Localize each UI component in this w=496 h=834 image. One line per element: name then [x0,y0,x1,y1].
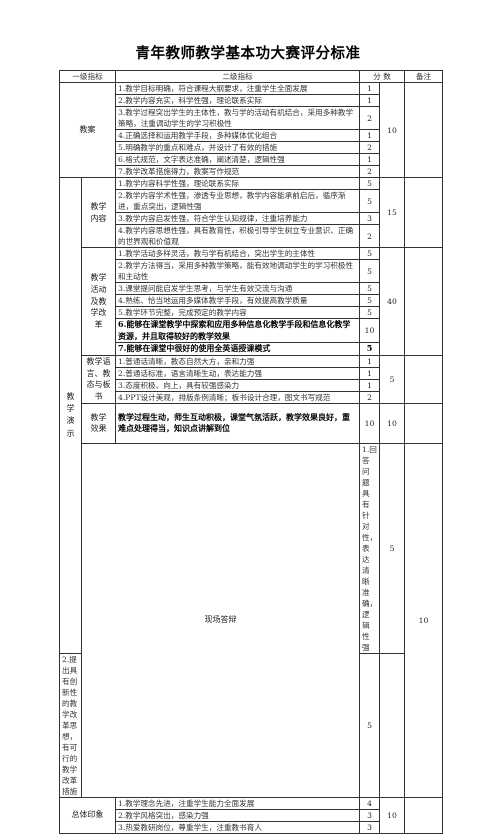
criterion-score: 10 [359,402,380,444]
criterion-text: 4.教学内容思想性强，具有教育性，积极引导学生树立专业意识、正确的世界观和价值观 [115,224,360,248]
page-title: 青年教师教学基本功大赛评分标准 [135,46,361,62]
criterion-text: 6.能够在课堂教学中探索和应用多种信息化教学手段和信息化教学资源，并且取得较好的… [115,317,360,344]
criterion-score: 1 [359,378,380,392]
criterion-text: 3.课堂提问能启发学生思考，与学生有效交流与沟通 [115,282,360,295]
header-score: 分 数 [358,70,406,83]
category-demo-label: 教学演示 [66,391,75,438]
remark-cell [404,177,444,248]
category-qa: 现场答辩 [81,442,360,798]
criterion-score: 5 [359,306,380,319]
criterion-text: 教学过程生动，师生互动积极，课堂气氛活跃，教学效果良好，重难点处理得当，知识点讲… [115,402,360,444]
criterion-score: 1 [359,129,380,142]
criterion-score: 4 [359,796,380,810]
criterion-score: 5 [359,259,380,283]
criterion-text: 3.教学过程突出学生的主体性，教与学的活动有机结合，采用多种教学策略，注重调动学… [115,106,360,130]
criterion-text: 5.教学环节完整，完成预定的教学内容 [115,306,360,319]
scoring-table: 一级指标 二级指标 分 数 备注 教案 1.教学目标明确，符合课程大纲要求，注重… [59,70,444,834]
category-total: 40 [378,247,406,356]
criterion-score: 1 [359,82,380,95]
table-row: 现场答辩 1.回答问题具有针对性，表达清晰准确，逻辑性强 5 10 [60,442,444,798]
table-header-row: 一级指标 二级指标 分 数 备注 [59,70,444,83]
criterion-score: 5 [359,247,380,260]
criterion-text: 4.熟练、恰当地运用多媒体教学手段，有效提高教学质量 [115,294,360,307]
criterion-score: 2 [359,106,380,130]
header-level1: 一级指标 [59,70,116,83]
criterion-text: 2.普通话标准，语言清晰生动，表达能力强 [115,366,360,380]
table-row: 教学语言、教态与板书 1.普通话清晰，教态自然大方，亲和力强 1 5 [60,354,444,404]
table-row: 2.教学内容学术性强，渗透专业思想，教学内容能承前启后，循序渐进，重点突出，逻辑… [60,189,443,213]
header-level2: 二级指标 [115,70,360,83]
table-row: 总体印象 1.教学理念先进，注重学生能力全面发展 4 10 [59,796,444,834]
category-teaching-plan: 教案 [59,82,116,178]
criterion-text: 1.教学内容科学性强，理论联系实际 [115,177,360,190]
criterion-text: 7.能够在课堂中很好的使用全英语授课模式 [115,342,360,356]
criterion-text: 4.PPT设计美观，排版条例清晰；板书设计合理，图文书写规范 [115,390,360,404]
table-row: 教学活动及教学改革 1.教学活动多样灵活，教与学有机结合，突出学生的主体性 5 … [60,247,444,356]
table-row: 2.教学方法得当，采用多种教学策略，能有效地调动学生的学习积极性和主动性 5 [60,259,443,283]
header-remark: 备注 [404,70,444,83]
criterion-text: 2.提出具有创新性的教学改革思想，有可行的教学改革措施 [59,652,82,798]
subcategory-effect: 教学效果 [81,402,116,444]
criterion-score: 3 [359,820,380,834]
remark-cell [404,82,444,178]
criterion-text: 1.教学活动多样灵活，教与学有机结合，突出学生的主体性 [115,247,360,260]
criterion-score: 3 [359,808,380,822]
criterion-text: 1.普通话清晰，教态自然大方，亲和力强 [115,354,360,368]
remark-cell [404,402,444,444]
table-row: 7.教学改革措施得力，教案写作规范 2 [60,165,443,178]
category-total: 5 [378,354,406,404]
criterion-score: 1 [359,366,380,380]
criterion-score: 1 [359,94,380,107]
subcategory-content: 教学内容 [81,177,116,248]
criterion-score: 2 [359,224,380,248]
category-total: 10 [378,82,406,178]
criterion-score: 5 [359,652,380,798]
criterion-text: 1.教学理念先进，注重学生能力全面发展 [115,796,360,810]
criterion-text: 6.格式规范，文字表达准确，阐述清楚，逻辑性强 [115,153,360,166]
criterion-text: 2.教学风格突出，感染力强 [115,808,360,822]
criterion-text: 2.教学内容充实，科学性强，理论联系实际 [115,94,360,107]
criterion-text: 1.回答问题具有针对性，表达清晰准确，逻辑性强 [359,442,380,654]
criterion-score: 2 [359,165,380,178]
criterion-score: 5 [378,442,406,654]
criterion-text: 3.态度积极、向上，具有较强感染力 [115,378,360,392]
criterion-text: 3.热爱教研岗位，尊重学生，注重教书育人 [115,820,360,834]
remark-cell [404,796,444,834]
criterion-score: 5 [359,294,380,307]
table-row: 5.明确教学的重点和难点，并设计了有效的措施 2 [60,141,443,154]
table-row: 教案 1.教学目标明确，符合课程大纲要求，注重学生全面发展 1 10 [59,82,444,178]
category-total: 10 [404,442,444,798]
criterion-text: 3.教学内容启发性强，符合学生认知规律，注重培养能力 [115,212,360,225]
criterion-text: 5.明确教学的重点和难点，并设计了有效的措施 [115,141,360,154]
criterion-score: 2 [359,141,380,154]
criterion-text: 1.教学目标明确，符合课程大纲要求，注重学生全面发展 [115,82,360,95]
criterion-score: 3 [359,212,380,225]
criterion-text: 4.正确选择和运用教学手段，多种媒体优化组合 [115,129,360,142]
subcategory-activity: 教学活动及教学改革 [81,247,116,356]
category-total: 10 [378,796,406,834]
criterion-score: 5 [359,189,380,213]
criterion-score: 5 [359,282,380,295]
criterion-score: 1 [359,153,380,166]
criterion-text: 7.教学改革措施得力，教案写作规范 [115,165,360,178]
criterion-score: 10 [359,317,380,344]
criterion-text: 2.教学内容学术性强，渗透专业思想，教学内容能承前启后，循序渐进，重点突出，逻辑… [115,189,360,213]
subcategory-language: 教学语言、教态与板书 [81,354,116,404]
table-row: 3.课堂提问能启发学生思考，与学生有效交流与沟通 5 [60,282,443,295]
criterion-score: 2 [359,390,380,404]
table-row: 6.能够在课堂教学中探索和应用多种信息化教学手段和信息化教学资源，并且取得较好的… [60,317,443,344]
criterion-score: 1 [359,354,380,368]
category-impression: 总体印象 [59,796,116,834]
category-total: 10 [378,402,406,444]
category-total: 15 [378,177,406,248]
criterion-score: 5 [359,342,380,356]
remark-cell [404,354,444,404]
criterion-score: 5 [359,177,380,190]
criterion-text: 2.教学方法得当，采用多种教学策略，能有效地调动学生的学习积极性和主动性 [115,259,360,283]
remark-cell [404,247,444,356]
table-row: 教学效果 教学过程生动，师生互动积极，课堂气氛活跃，教学效果良好，重难点处理得当… [60,402,444,444]
category-demo: 教学演示 [59,177,82,654]
table-row: 教学演示 教学内容 1.教学内容科学性强，理论联系实际 5 15 [59,177,444,654]
